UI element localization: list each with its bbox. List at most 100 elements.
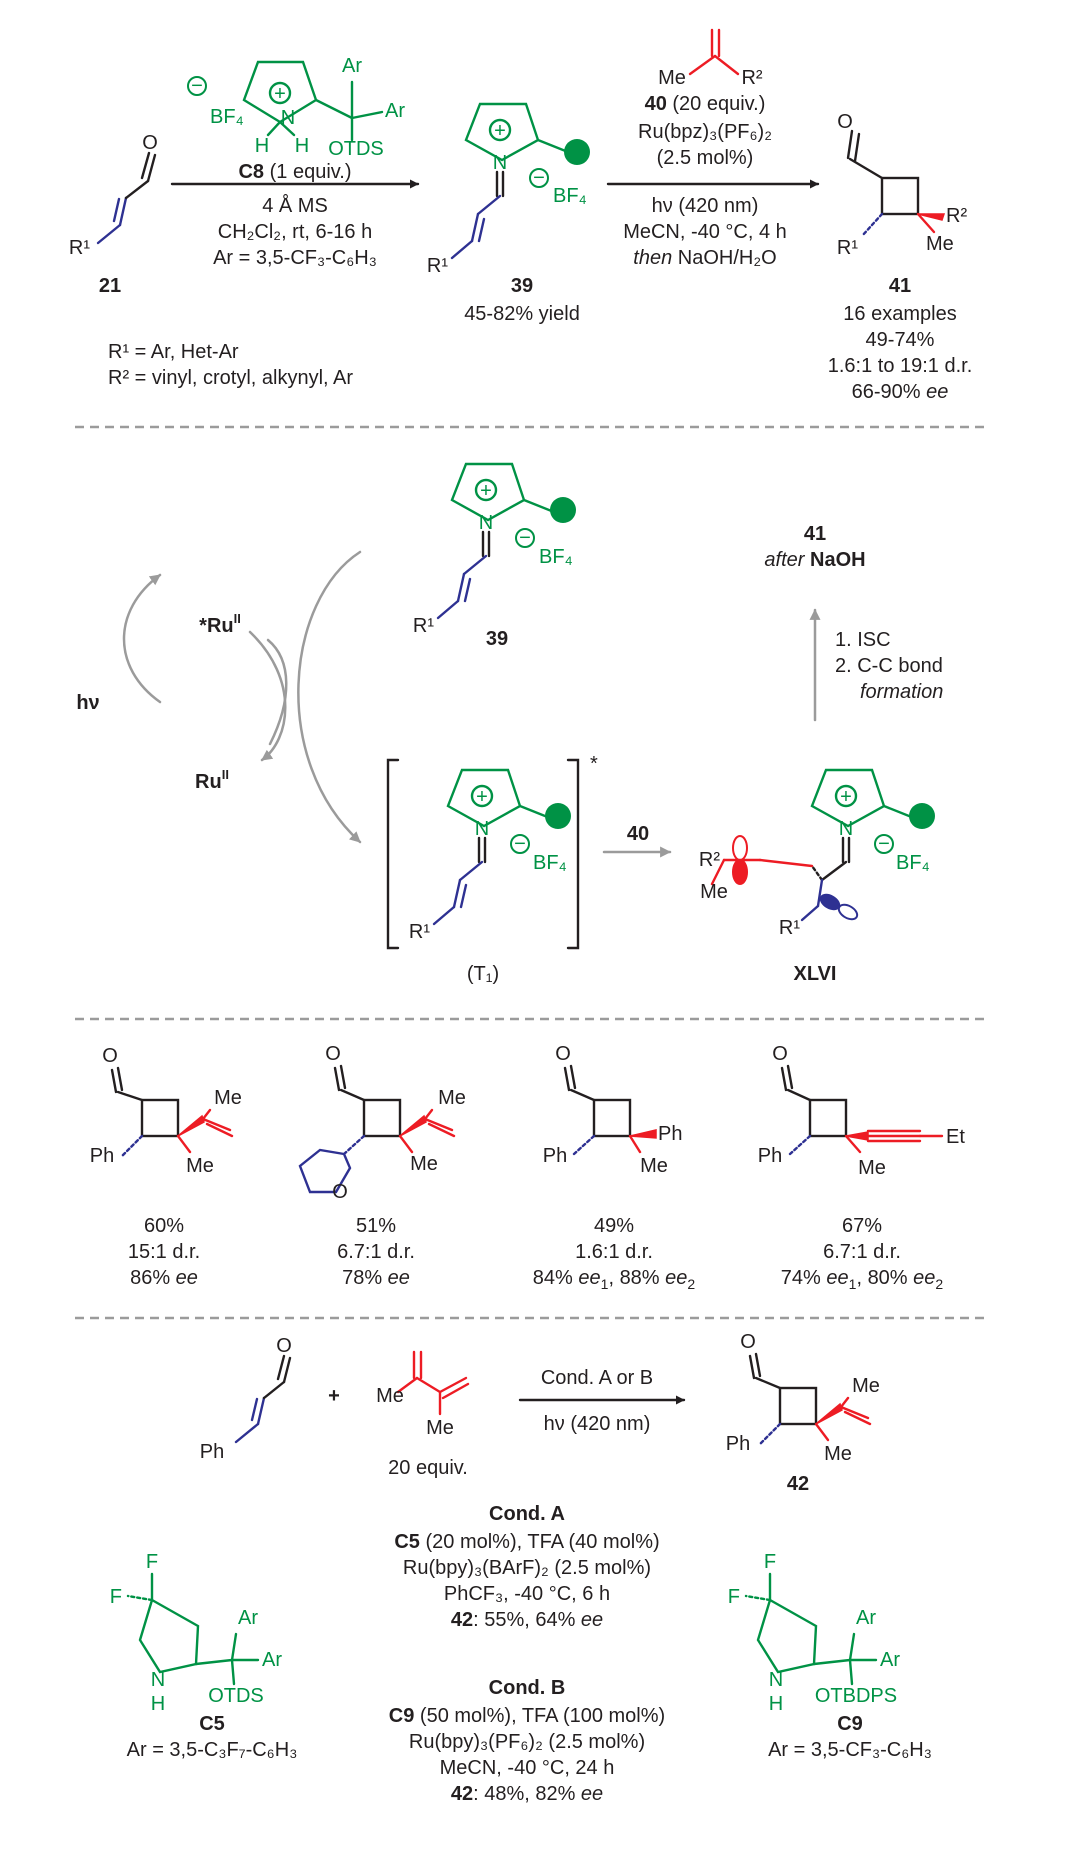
example-2-stats: 51% 6.7:1 d.r. 78% ee [337,1215,415,1289]
plus-charge: + [480,480,492,502]
me-label: Me [214,1087,242,1109]
example-4-stats: 67% 6.7:1 d.r. 74% ee1, 80% ee2 [781,1215,944,1292]
cond-a-result: : 55%, 64% [473,1609,581,1631]
example-dr: 6.7:1 d.r. [823,1241,901,1263]
n-atom: N [479,512,493,534]
me-label: Me [852,1375,880,1397]
compound-39-label: 39 [486,628,508,650]
cyclobutane-42 [748,1352,872,1446]
cond-a-catalyst: C5 [394,1531,420,1553]
n-atom: N [769,1669,783,1691]
condition-light: hν (420 nm) [652,195,759,217]
ph-label: Ph [200,1441,224,1463]
ee-unit: ee [926,381,948,403]
cinnamaldehyde [234,1354,292,1444]
catalyst-c5 [126,1572,260,1686]
step-formation: formation [860,681,943,703]
r1-label: R¹ [409,921,430,943]
ph-label: Ph [543,1145,567,1167]
cyclobutane-41 [846,129,946,238]
bf4-label: BF₄ [553,185,587,207]
bf4-label: BF₄ [896,852,930,874]
f-atom: F [110,1586,122,1608]
cond-a-line1: (20 mol%), TFA (40 mol%) [420,1531,660,1553]
svg-text:C9 (50 mol%), TFA (100 mol%): C9 (50 mol%), TFA (100 mol%) [389,1705,665,1727]
svg-text:*RuII: *RuII [199,611,241,637]
example-1-stats: 60% 15:1 d.r. 86% ee [128,1215,200,1289]
me-label: Me [438,1087,466,1109]
ee-unit: ee [578,1267,600,1289]
me-label: Me [700,881,728,903]
condition-b: Cond. B C9 (50 mol%), TFA (100 mol%) Ru(… [389,1677,665,1805]
catalyst-c5-label: C5 [199,1713,225,1735]
compound-41-label: 41 [804,523,826,545]
r1-label: R¹ [427,255,448,277]
ee-unit: ee [176,1267,198,1289]
example-1-structure [110,1066,234,1158]
svg-text:78% ee: 78% ee [342,1267,410,1289]
excited-state-star: * [590,753,598,775]
condition-a: Cond. A C5 (20 mol%), TFA (40 mol%) Ru(b… [394,1503,659,1631]
r2-label: R² [741,67,762,89]
ph-label: Ph [726,1433,750,1455]
photocatalyst: Ru(bpz)₃(PF₆)₂ [638,121,772,143]
ar-label: Ar [262,1649,282,1671]
iminium-39-mechanism [436,462,576,620]
example-dr: 6.7:1 d.r. [337,1241,415,1263]
condition-solvent: CH₂Cl₂, rt, 6-16 h [218,221,372,243]
oxygen-atom: O [102,1045,118,1067]
bottom-reaction: O Ph + Me Me 20 equiv. Cond. A or B hν (… [110,1331,932,1805]
enal-21 [96,151,157,245]
svg-text:then NaOH/H₂O: then NaOH/H₂O [633,247,776,269]
svg-text:74% ee1, 80% ee2: 74% ee1, 80% ee2 [781,1267,944,1292]
catalyst-c8 [242,60,384,142]
n-atom: N [151,1669,165,1691]
ground-ru-label: Ru [195,771,222,793]
oxygen-atom: O [555,1043,571,1065]
example-yield: 60% [144,1215,184,1237]
condition-solvent-temp: MeCN, -40 °C, 4 h [623,221,787,243]
condition-ms: 4 Å MS [262,194,328,217]
example-ee1: 74% [781,1267,821,1289]
plus-charge: + [840,786,852,808]
light-label: hν (420 nm) [544,1413,651,1435]
cond-a-line3: PhCF₃, -40 °C, 6 h [444,1583,610,1605]
cond-b-title: Cond. B [489,1677,566,1699]
me-label: Me [376,1385,404,1407]
examples-count: 16 examples [843,303,956,325]
svg-text:RuII: RuII [195,767,229,793]
oxygen-atom: O [276,1335,292,1357]
r1-label: R¹ [779,917,800,939]
ru-oxidation-state: II [234,611,241,626]
example-3-stats: 49% 1.6:1 d.r. 84% ee1, 88% ee2 [533,1215,696,1292]
r1-label: R¹ [413,615,434,637]
catalyst-c9-label: C9 [837,1713,863,1735]
example-ee: 86% [130,1267,170,1289]
svg-text:42: 48%, 82% ee: 42: 48%, 82% ee [451,1783,603,1805]
r1-label: R¹ [837,237,858,259]
reagent-amount: (20 equiv.) [667,93,766,115]
oxygen-atom: O [772,1043,788,1065]
svg-text:after NaOH: after NaOH [764,549,865,571]
biradical-xlvi [710,768,935,922]
catalyst-c5-ar: Ar = 3,5-C₃F₇-C₆H₃ [127,1739,298,1761]
ar-label: Ar [385,100,405,122]
cond-a-title: Cond. A [489,1503,565,1525]
plus-sign: + [328,1385,340,1407]
examples: O Ph Me Me O O Me Me [90,1043,966,1292]
n-atom: N [281,107,295,129]
plus-charge: + [274,83,286,105]
r1-definition: R¹ = Ar, Het-Ar [108,341,239,363]
triplet-state [386,758,580,950]
minus-charge: − [533,167,545,189]
example-yield: 49% [594,1215,634,1237]
furan-oxygen: O [332,1181,348,1203]
yield-range: 49-74% [866,329,935,351]
reagent-40-label: 40 [627,823,649,845]
oxygen-atom: O [325,1043,341,1065]
ee-unit: ee [826,1267,848,1289]
svg-text:C8 (1 equiv.): C8 (1 equiv.) [238,161,351,183]
plus-charge: + [476,786,488,808]
n-atom: N [839,818,853,840]
top-reaction: O R¹ 21 + N Ar Ar H H OTDS − BF₄ C8 (1 e… [69,28,972,403]
